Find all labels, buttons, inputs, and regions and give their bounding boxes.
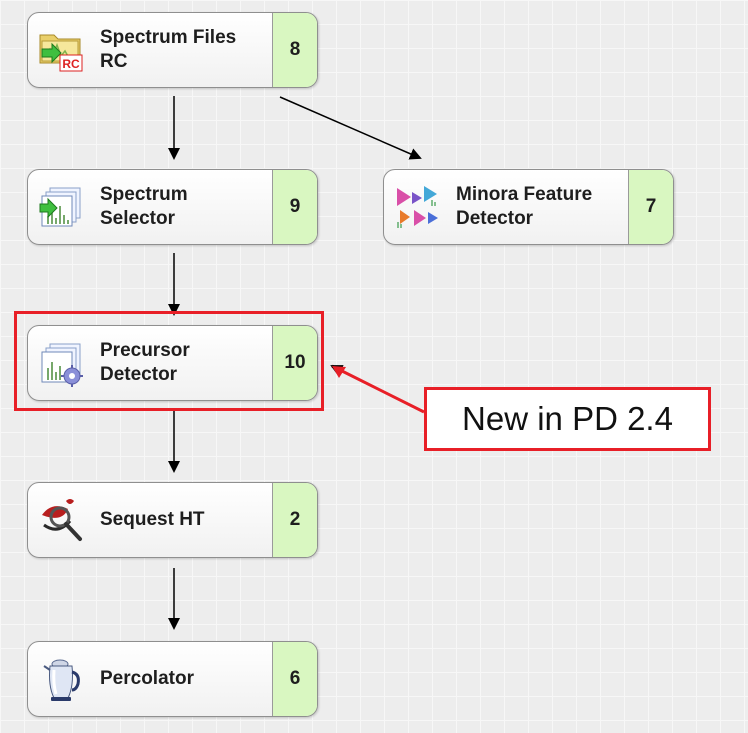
node-number: 7 — [628, 170, 673, 244]
spectrum-selector-icon — [36, 182, 86, 232]
node-number: 6 — [272, 642, 317, 716]
node-number: 2 — [272, 483, 317, 557]
spectrum-files-rc-icon: RC — [36, 25, 86, 75]
node-number: 8 — [272, 13, 317, 87]
callout-pointer — [330, 364, 425, 414]
node-minora-feature-detector[interactable]: Minora Feature Detector 7 — [383, 169, 674, 245]
highlight-box — [14, 311, 324, 411]
node-sequest-ht[interactable]: Sequest HT 2 — [27, 482, 318, 558]
node-label: Minora Feature Detector — [456, 184, 593, 229]
callout-label: New in PD 2.4 — [424, 387, 711, 451]
node-precursor-detector[interactable]: Precursor Detector 10 — [27, 325, 318, 401]
node-label: Spectrum Selector — [100, 184, 188, 229]
arrow-files-to-minora — [279, 96, 422, 160]
callout-pointer-head — [332, 366, 346, 378]
node-percolator[interactable]: Percolator 6 — [27, 641, 318, 717]
node-number: 9 — [272, 170, 317, 244]
node-label: Sequest HT — [100, 509, 205, 530]
percolator-icon — [36, 654, 86, 704]
node-label: Spectrum Files RC — [100, 27, 237, 72]
sequest-ht-icon — [36, 495, 86, 545]
node-number: 10 — [272, 326, 317, 400]
node-label: Precursor Detector — [100, 340, 190, 385]
precursor-detector-icon — [36, 338, 86, 388]
node-spectrum-selector[interactable]: Spectrum Selector 9 — [27, 169, 318, 245]
node-spectrum-files-rc[interactable]: RC Spectrum Files RC 8 — [27, 12, 318, 88]
minora-feature-detector-icon — [392, 182, 442, 232]
node-label: Percolator — [100, 668, 194, 689]
svg-text:RC: RC — [62, 57, 80, 71]
